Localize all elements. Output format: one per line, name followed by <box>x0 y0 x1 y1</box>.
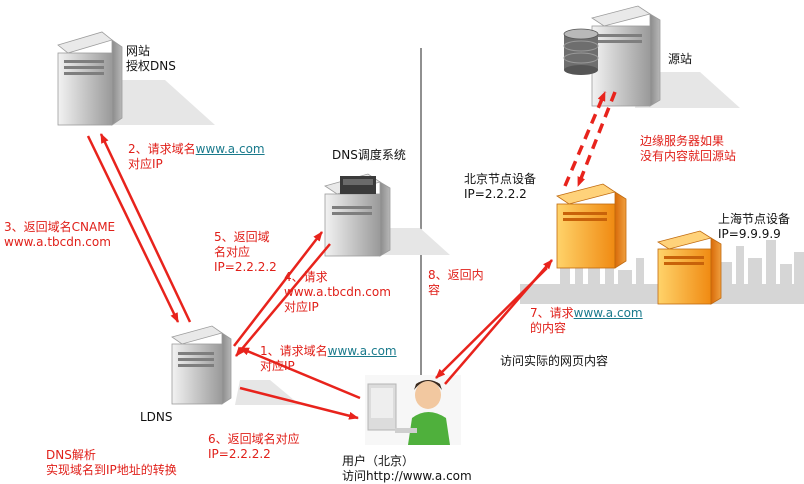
step-3-line1: 3、返回域名CNAME <box>4 220 116 234</box>
auth-dns-label-line1: 网站 <box>126 44 151 58</box>
auth-dns-label: 网站 授权DNS <box>126 44 176 74</box>
shanghai-node-label-line2: IP=9.9.9.9 <box>718 227 781 241</box>
shanghai-node-label-line1: 上海节点设备 <box>718 212 791 226</box>
step-4-line1: 4、请求 <box>284 270 328 284</box>
shanghai-node-server-icon <box>657 230 722 305</box>
step-5-line1: 5、返回域 <box>214 230 270 244</box>
step-4-line3: 对应IP <box>284 300 319 314</box>
edge-fetch-note: 边缘服务器如果 没有内容就回源站 <box>640 134 736 164</box>
arrow-step-5 <box>235 243 331 357</box>
step-6-line2: IP=2.2.2.2 <box>208 447 271 461</box>
step-1-prefix: 1、请求域名 <box>260 344 328 358</box>
step-1-link[interactable]: www.a.com <box>327 344 397 358</box>
step-5-line2: 名对应 <box>214 245 251 259</box>
city-skyline-image <box>520 240 804 304</box>
user-photo-icon <box>365 375 461 445</box>
dns-resolve-note-line2: 实现域名到IP地址的转换 <box>46 463 177 477</box>
step-2-link[interactable]: www.a.com <box>195 142 265 156</box>
step-6-label: 6、返回域名对应 IP=2.2.2.2 <box>208 432 300 462</box>
server-shadows <box>95 72 740 405</box>
arrow-step-6 <box>239 386 359 420</box>
step-6-line1: 6、返回域名对应 <box>208 432 300 446</box>
origin-server-icon <box>591 5 661 107</box>
step-3-label: 3、返回域名CNAME www.a.tbcdn.com <box>4 220 115 250</box>
dashed-arrow-fetch <box>563 91 607 187</box>
visit-content-note: 访问实际的网页内容 <box>500 354 609 368</box>
dashed-arrows <box>563 91 617 187</box>
step-1-line2: 对应IP <box>260 359 295 373</box>
database-icon <box>563 28 599 75</box>
shanghai-node-label: 上海节点设备 IP=9.9.9.9 <box>718 212 790 242</box>
user-label-line2: 访问http://www.a.com <box>342 469 472 483</box>
arrow-step-3 <box>86 135 180 323</box>
step-5-line3: IP=2.2.2.2 <box>214 260 277 274</box>
step-8-line2: 容 <box>428 283 441 297</box>
beijing-node-label-line2: IP=2.2.2.2 <box>464 187 527 201</box>
dns-scheduler-label: DNS调度系统 <box>332 148 406 162</box>
step-2-prefix: 2、请求域名 <box>128 142 196 156</box>
dns-resolve-note: DNS解析 实现域名到IP地址的转换 <box>46 448 177 478</box>
step-7-link[interactable]: www.a.com <box>573 306 643 320</box>
origin-label: 源站 <box>668 52 693 66</box>
step-8-label: 8、返回内 容 <box>428 268 484 298</box>
step-5-label: 5、返回域 名对应 IP=2.2.2.2 <box>214 230 277 275</box>
auth-dns-label-line2: 授权DNS <box>126 59 176 73</box>
step-7-line2: 的内容 <box>530 321 567 335</box>
user-label-line1: 用户（北京） <box>342 454 415 468</box>
step-4-label: 4、请求 www.a.tbcdn.com 对应IP <box>284 270 391 315</box>
ldns-server-icon <box>171 325 232 405</box>
auth-dns-server-icon <box>57 31 123 126</box>
beijing-node-label: 北京节点设备 IP=2.2.2.2 <box>464 172 536 202</box>
dns-resolve-note-line1: DNS解析 <box>46 448 96 462</box>
step-4-line2: www.a.tbcdn.com <box>284 285 391 299</box>
arrow-step-1 <box>239 346 361 400</box>
step-7-prefix: 7、请求 <box>530 306 574 320</box>
beijing-node-label-line1: 北京节点设备 <box>464 172 537 186</box>
beijing-node-server-icon <box>556 183 627 269</box>
edge-fetch-note-line2: 没有内容就回源站 <box>640 149 737 163</box>
step-1-label: 1、请求域名www.a.com 对应IP <box>260 344 397 374</box>
user-label: 用户（北京） 访问http://www.a.com <box>342 454 472 484</box>
arrow-step-4 <box>233 231 323 347</box>
ldns-label: LDNS <box>140 410 173 424</box>
arrows <box>86 133 553 420</box>
step-7-label: 7、请求www.a.com 的内容 <box>530 306 643 336</box>
arrow-step-2 <box>99 133 192 323</box>
step-2-label: 2、请求域名www.a.com 对应IP <box>128 142 265 172</box>
step-3-line2: www.a.tbcdn.com <box>4 235 111 249</box>
edge-fetch-note-line1: 边缘服务器如果 <box>640 134 725 148</box>
arrow-step-7 <box>444 259 553 385</box>
step-2-line2: 对应IP <box>128 157 163 171</box>
step-8-line1: 8、返回内 <box>428 268 484 282</box>
dns-scheduler-server-icon <box>324 173 391 257</box>
